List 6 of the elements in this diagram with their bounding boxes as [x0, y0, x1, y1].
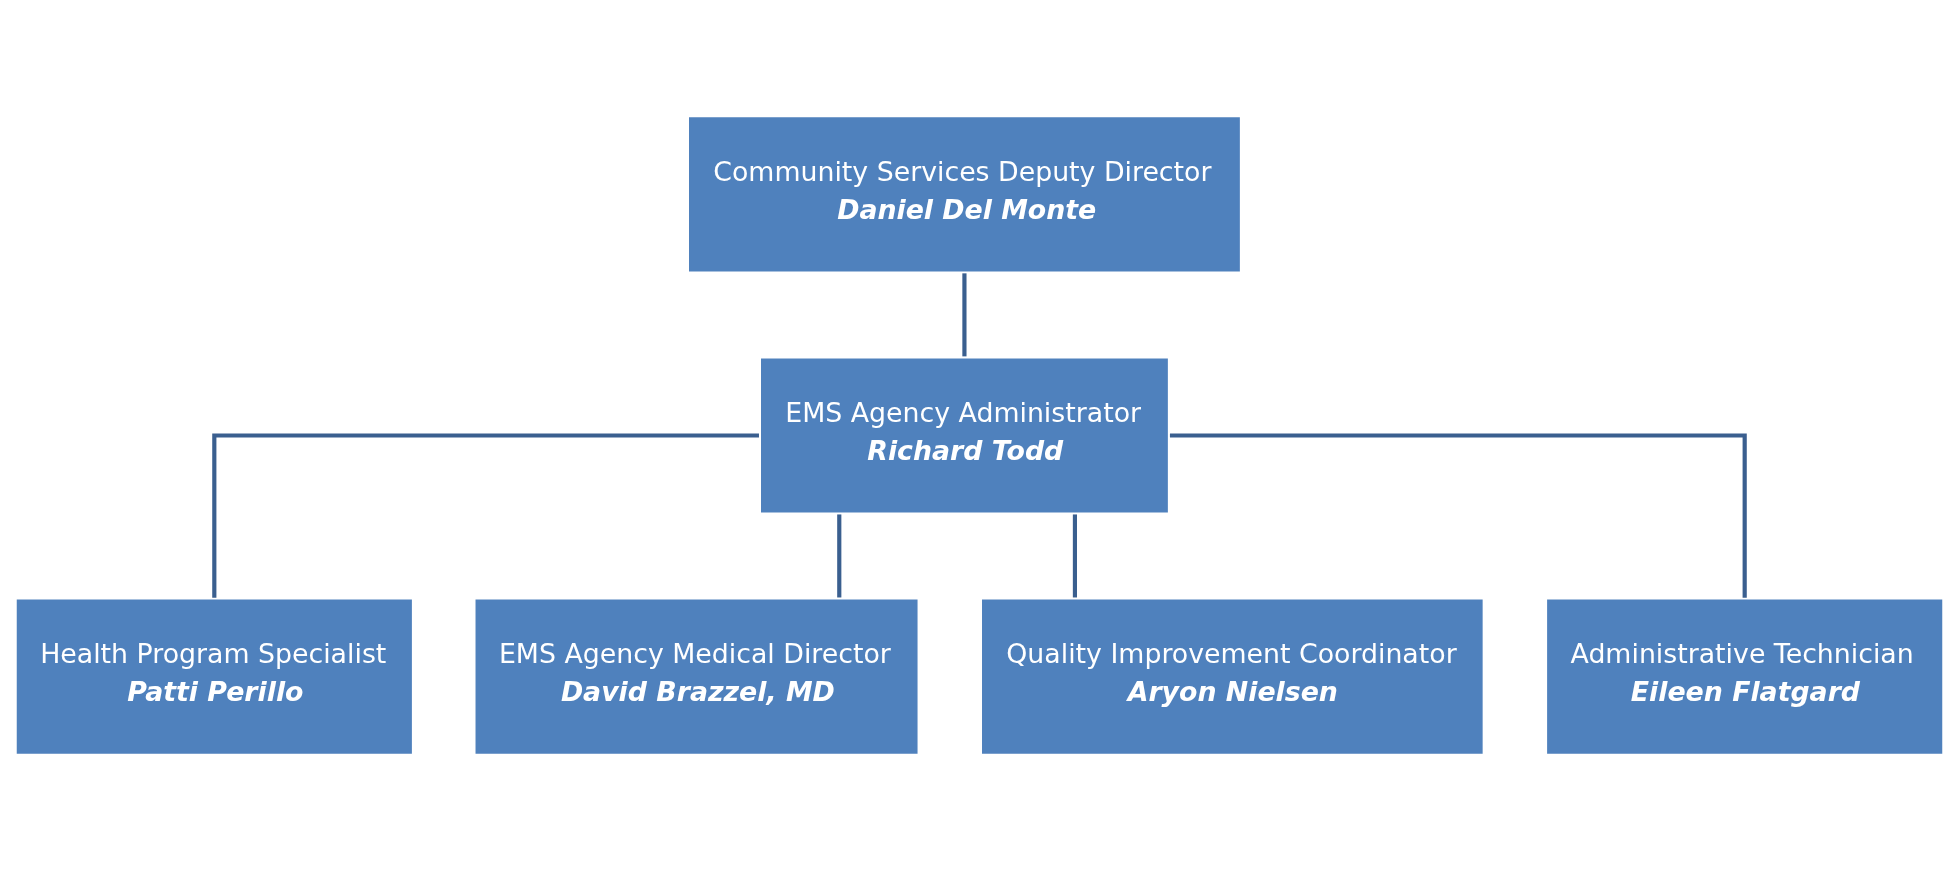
connector: [212, 433, 759, 598]
connector: [1072, 514, 1078, 598]
connector: [1169, 433, 1747, 598]
connector: [962, 273, 967, 357]
connector: [837, 514, 842, 598]
node-box: EMS Agency Medical Director David Brazzel, MD: [472, 596, 921, 757]
